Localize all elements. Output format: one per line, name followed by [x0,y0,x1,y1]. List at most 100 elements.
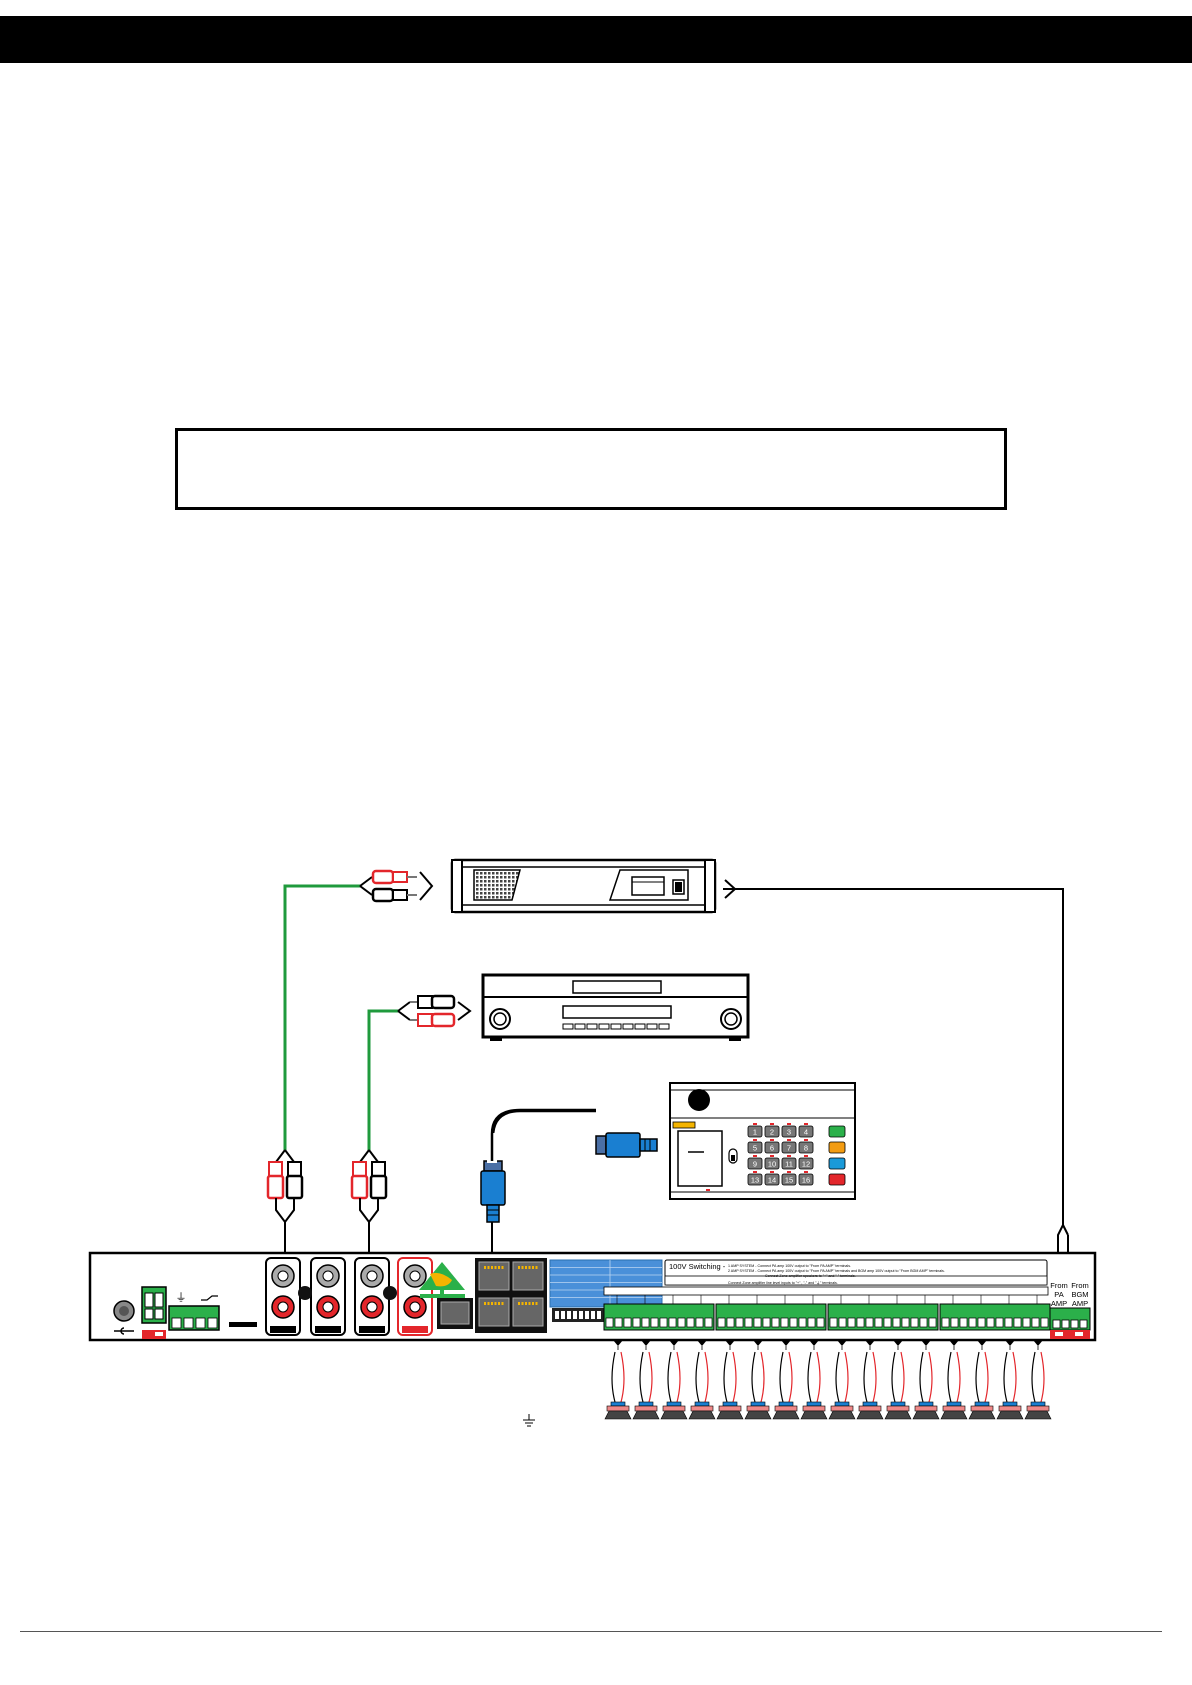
svg-text:6: 6 [770,1144,774,1153]
keypad-side-key [828,1141,846,1154]
earth-ground-icon [523,1414,535,1427]
speaker-icon [660,1340,688,1420]
svg-text:12: 12 [802,1160,810,1169]
green-cables [283,884,398,1150]
rca-plug-pair-tuner [397,994,472,1028]
speaker-icon [828,1340,856,1420]
header-bar [0,16,1192,63]
tuner-button [598,1023,610,1030]
australian-made-logo [419,1262,465,1298]
from-pa-label-1: From [1050,1281,1068,1290]
tuner-button [562,1023,574,1030]
tuner-button [574,1023,586,1030]
tuner-button [610,1023,622,1030]
svg-text:10: 10 [768,1160,776,1169]
tuner-button [586,1023,598,1030]
rj45-port [478,1261,510,1291]
rca-plug-pair-amp [359,869,434,903]
svg-text:11: 11 [785,1160,793,1169]
rca-input-column [354,1257,390,1336]
keypad-key-2: 2 [764,1123,780,1138]
keypad-key-15: 15 [781,1171,797,1186]
keypad-key-3: 3 [781,1123,797,1138]
cable-amp-to-input1 [283,884,360,1150]
keypad-key-14: 14 [764,1171,780,1186]
power-jack-icon [113,1300,135,1335]
svg-text:2: 2 [770,1128,774,1137]
speaker-icon [604,1340,632,1420]
svg-text:9: 9 [753,1160,757,1169]
svg-text:7: 7 [787,1144,791,1153]
rca-input-column [397,1257,433,1336]
speaker-icon [856,1340,884,1420]
svg-text:4: 4 [804,1128,808,1137]
svg-text:1: 1 [753,1128,757,1137]
speaker-icon [632,1340,660,1420]
rca-plug-pair-input [266,1149,304,1253]
svg-text:15: 15 [785,1176,793,1185]
svg-text:8: 8 [804,1144,808,1153]
note-box [175,428,1007,510]
speaker-icon [772,1340,800,1420]
rca-plug-pair-input [350,1149,388,1253]
tuner-button [622,1023,634,1030]
keypad-key-8: 8 [798,1139,814,1154]
svg-text:16: 16 [802,1176,810,1185]
switching-line4: Connect Zone amplifier line level inputs… [728,1280,838,1285]
switching-line1: 1 AMP SYSTEM - Connect PA amp 100V outpu… [728,1264,851,1268]
keypad-side-key [828,1125,846,1138]
from-bgm-label-3: AMP [1072,1299,1088,1308]
svg-text:3: 3 [787,1128,791,1137]
keypad-key-1: 1 [747,1123,763,1138]
speaker-icon [912,1340,940,1420]
rj45-port [512,1261,544,1291]
rj45-port [478,1297,510,1327]
keypad-side-key [828,1173,846,1186]
rj45-port [512,1297,544,1327]
svg-text:13: 13 [751,1176,759,1185]
speaker-icon [688,1340,716,1420]
tuner-button [658,1023,670,1030]
svg-text:14: 14 [768,1176,776,1185]
keypad-key-4: 4 [798,1123,814,1138]
keypad-key-12: 12 [798,1155,814,1170]
control-unit-rear-panel: ⏚ 100V Switching - 1 AMP SYSTEM - Connec… [88,1251,1097,1342]
keypad-key-13: 13 [747,1171,763,1186]
svg-text:⏚: ⏚ [176,1291,187,1304]
power-amplifier [450,858,717,914]
svg-text:5: 5 [753,1144,757,1153]
rj45-cable [480,1109,658,1248]
from-pa-label-3: AMP [1051,1299,1067,1308]
switching-title: 100V Switching - [669,1262,726,1271]
keypad-key-16: 16 [798,1171,814,1186]
tuner-button [646,1023,658,1030]
tuner-button [634,1023,646,1030]
keypad-key-7: 7 [781,1139,797,1154]
speaker-icon [968,1340,996,1420]
keypad-key-6: 6 [764,1139,780,1154]
keypad-side-key [828,1157,846,1170]
speaker-icon [800,1340,828,1420]
from-pa-label-2: PA [1054,1290,1063,1299]
footer-rule [20,1631,1162,1632]
from-bgm-label-1: From [1071,1281,1089,1290]
from-bgm-label-2: BGM [1071,1290,1088,1299]
cable-tuner-to-input2 [367,1009,398,1150]
keypad-key-9: 9 [747,1155,763,1170]
speaker-icon [940,1340,968,1420]
speaker-icon [1024,1340,1052,1420]
rca-input-column [310,1257,346,1336]
switching-line3: Connect Zone amplifier speakers to "+" a… [765,1274,856,1278]
speaker-icon [744,1340,772,1420]
speaker-icon [716,1340,744,1420]
switching-instructions: 100V Switching - 1 AMP SYSTEM - Connect … [664,1259,1048,1286]
keypad-key-5: 5 [747,1139,763,1154]
keypad-key-10: 10 [764,1155,780,1170]
speaker-icon [996,1340,1024,1420]
tuner-source-unit [481,973,750,1041]
speaker-icon [884,1340,912,1420]
keypad-key-11: 11 [781,1155,797,1170]
switching-line2: 2 AMP SYSTEM - Connect PA amp 100V outpu… [728,1269,945,1273]
